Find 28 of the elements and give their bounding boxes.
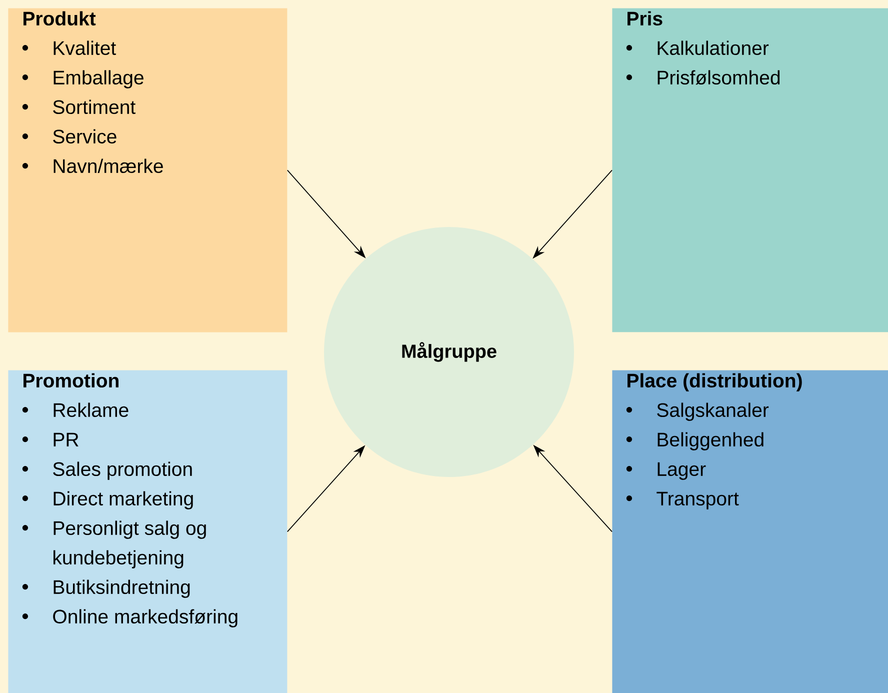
- bullet-item: Kalkulationer: [658, 40, 769, 55]
- bullet-item: Sortiment: [53, 100, 136, 114]
- bullet-item: Butiksindretning: [54, 580, 190, 598]
- bullet-item: Beliggenhed: [658, 432, 764, 450]
- category-box: [8, 370, 288, 693]
- category-box: [8, 8, 288, 332]
- bullet-item: Navn/mærke: [54, 158, 163, 173]
- bullet-item: Sales promotion: [53, 462, 192, 480]
- bullet-item: Service: [53, 129, 116, 144]
- circle-label: Målgruppe: [402, 342, 496, 362]
- bullet-item: PR: [54, 432, 78, 446]
- bullet-item: Kvalitet: [54, 40, 116, 55]
- bullet-item: Online markedsføring: [53, 609, 238, 628]
- bullet-item: Prisfølsomhed: [658, 70, 780, 85]
- box-heading: Produkt: [24, 11, 96, 26]
- box-heading: Pris: [628, 11, 662, 26]
- bullet-item: Salgskanaler: [657, 402, 769, 421]
- bullet-item: Personligt salg og kundebetjening: [54, 520, 206, 568]
- bullet-item: Direct marketing: [54, 491, 193, 510]
- bullet-item: Lager: [658, 462, 706, 480]
- box-heading: Place (distribution): [628, 373, 802, 392]
- box-heading: Promotion: [24, 373, 118, 388]
- category-box: [612, 370, 888, 693]
- bullet-item: Transport: [656, 492, 739, 510]
- bullet-item: Reklame: [54, 402, 128, 418]
- target-circle: [324, 227, 574, 477]
- bullet-item: Emballage: [54, 70, 144, 88]
- category-box: [612, 8, 888, 332]
